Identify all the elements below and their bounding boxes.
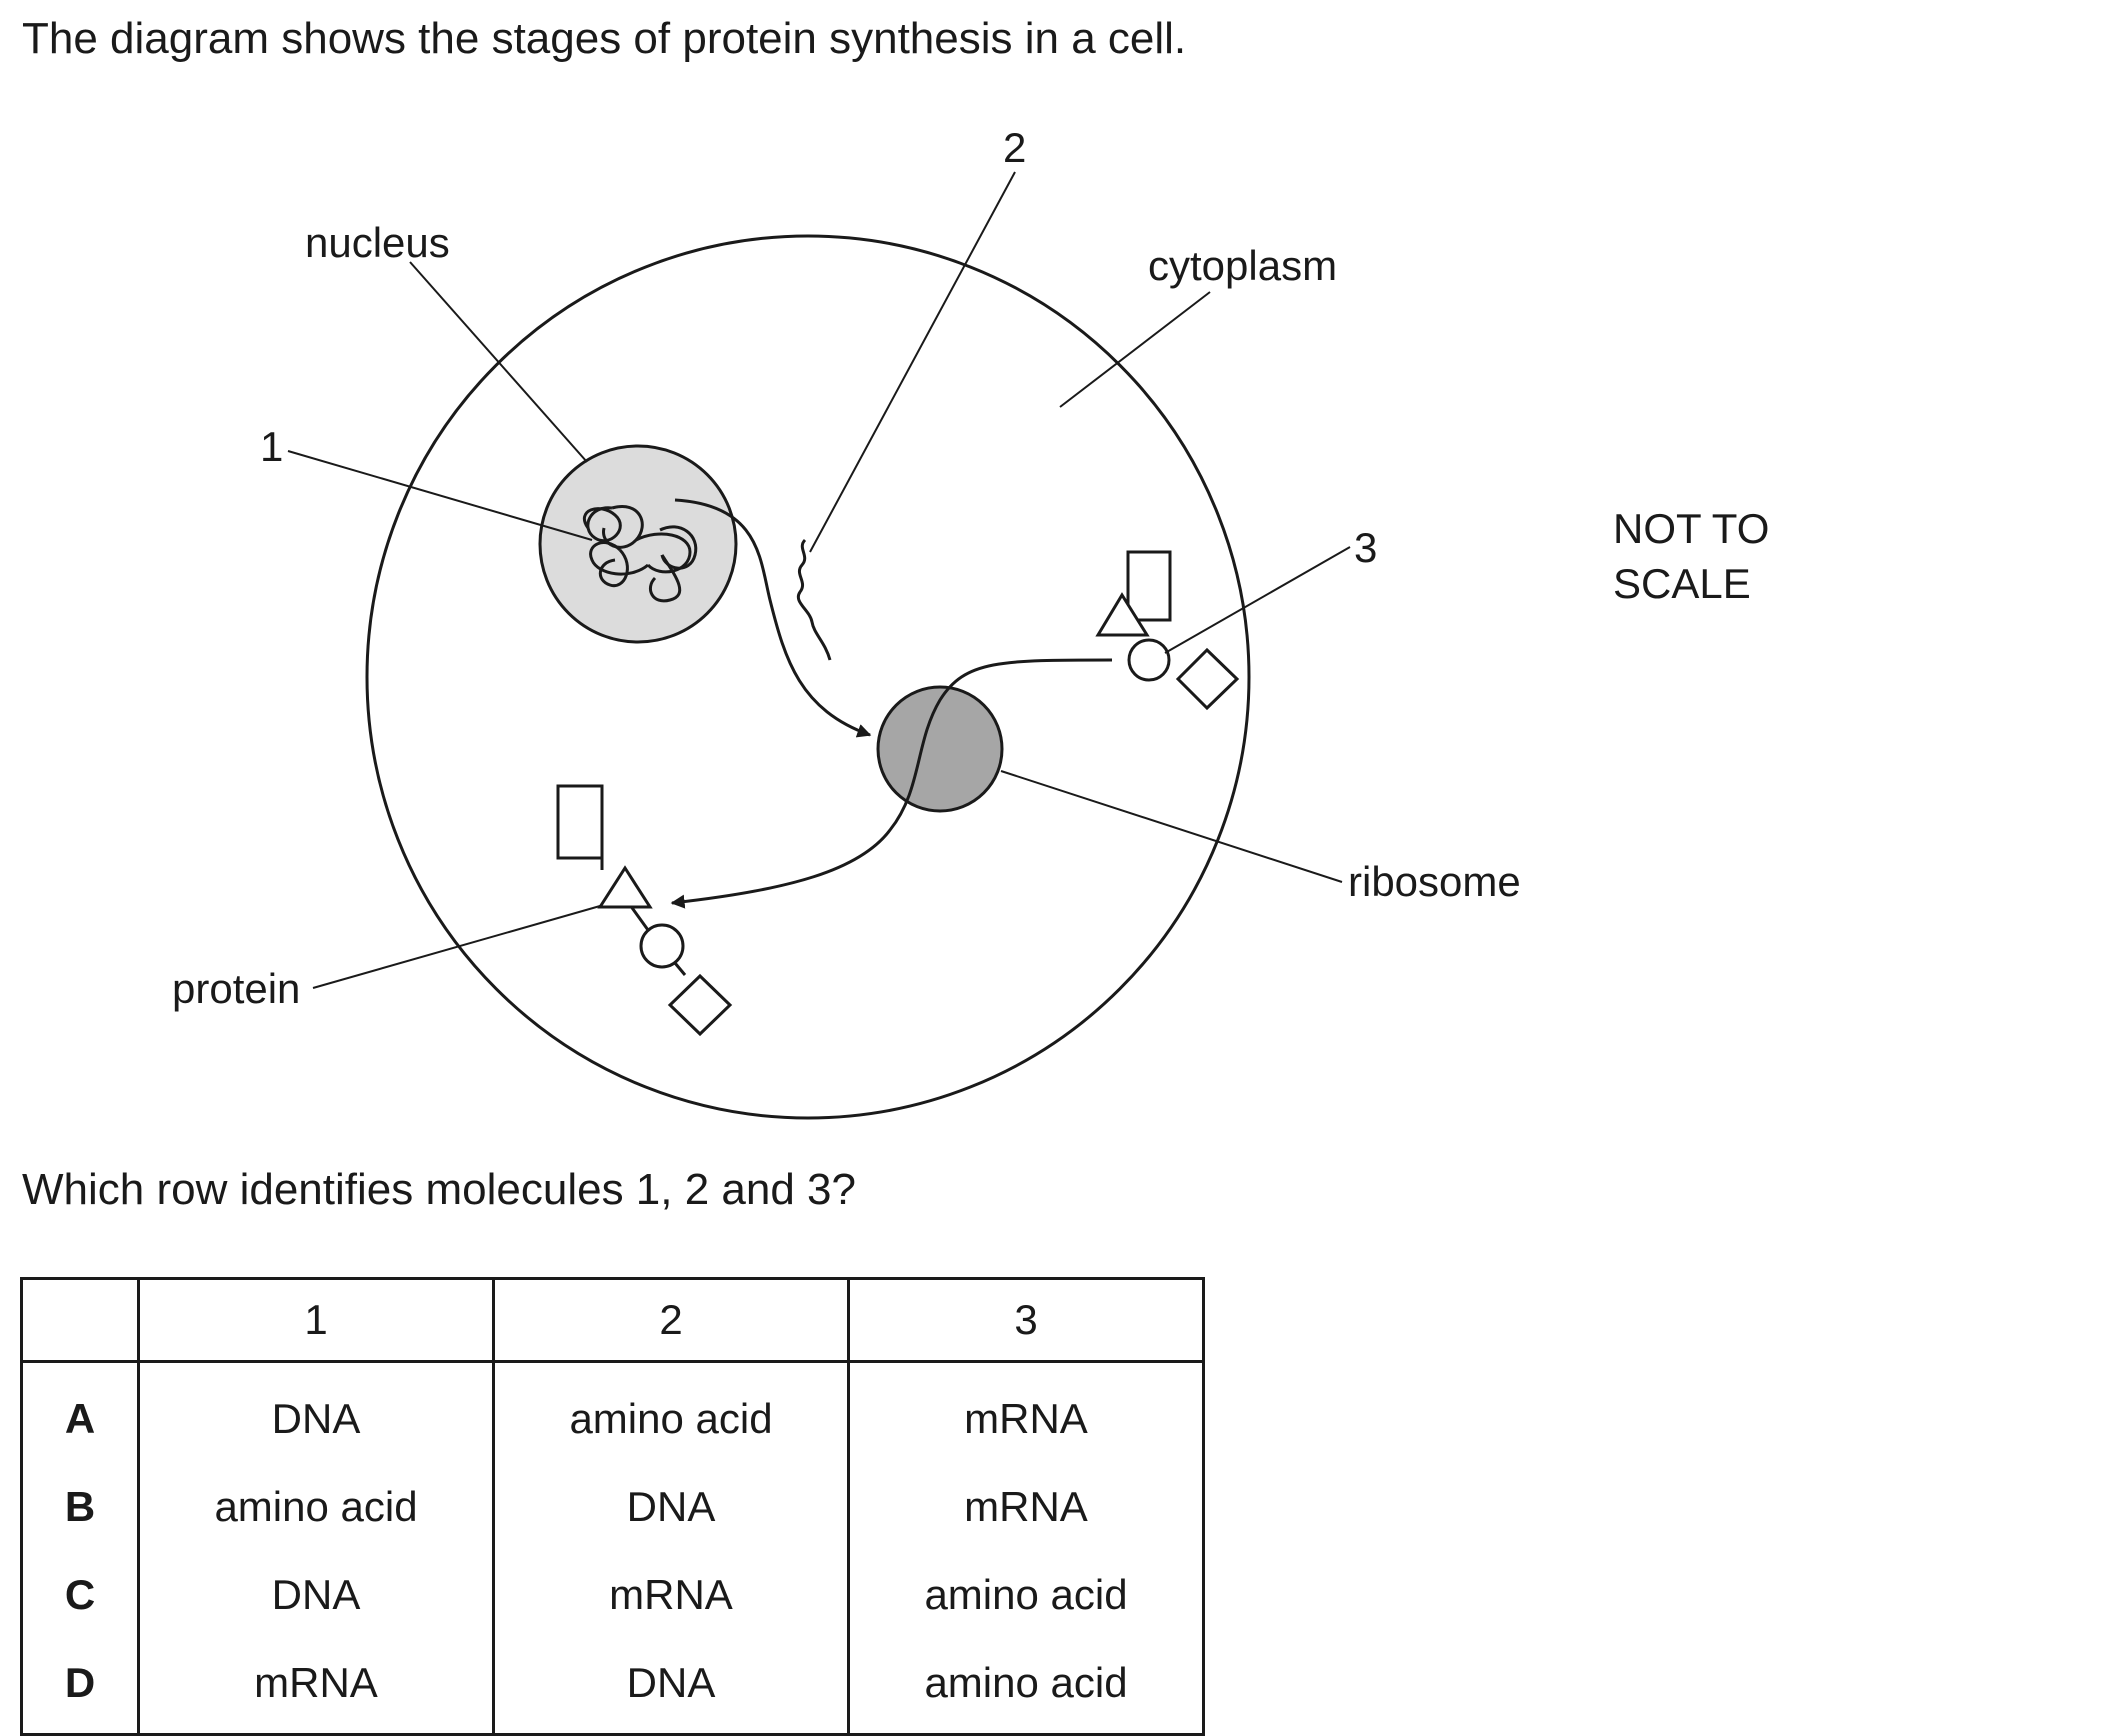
amino-acid-rectangle: [1126, 550, 1172, 622]
table-header-row: 1 2 3: [20, 1278, 1205, 1363]
table-row: D mRNA DNA amino acid: [20, 1639, 1205, 1735]
dna-tangle: [582, 505, 698, 603]
table-cell: mRNA: [847, 1361, 1205, 1463]
protein-chain: [556, 784, 733, 1037]
amino-acid-group-top: [1095, 550, 1240, 711]
ribosome-chain-path: [670, 658, 1113, 909]
label-nucleus: nucleus: [305, 219, 450, 266]
protein-triangle: [597, 865, 653, 909]
cell-membrane: [365, 234, 1251, 1120]
protein-rectangle: [556, 784, 604, 860]
cell-diagram: nucleus 1 2 cytoplasm 3 ribosome protein…: [172, 124, 1769, 1120]
row-key: B: [20, 1463, 140, 1551]
table-cell: DNA: [137, 1551, 495, 1639]
row-key: A: [20, 1361, 140, 1463]
label-3: 3: [1354, 524, 1377, 571]
table-cell: DNA: [492, 1639, 850, 1735]
ribosome: [876, 685, 1004, 813]
mrna-strand: [796, 538, 832, 661]
header-cell-3: 3: [847, 1278, 1205, 1363]
table-cell: amino acid: [137, 1463, 495, 1551]
amino-acid-triangle: [1095, 592, 1150, 637]
table-row: A DNA amino acid mRNA: [20, 1361, 1205, 1463]
label-protein: protein: [172, 965, 300, 1012]
header-cell-2: 2: [492, 1278, 850, 1363]
row-key: D: [20, 1639, 140, 1735]
label-cytoplasm: cytoplasm: [1148, 242, 1337, 289]
amino-acid-circle: [1127, 638, 1171, 682]
label-2: 2: [1003, 124, 1026, 171]
question-intro: The diagram shows the stages of protein …: [22, 14, 1187, 63]
table-row: B amino acid DNA mRNA: [20, 1463, 1205, 1551]
leader-2: [809, 171, 1016, 553]
table-cell: DNA: [492, 1463, 850, 1551]
table-cell: amino acid: [492, 1361, 850, 1463]
protein-circle: [639, 923, 685, 969]
not-to-scale-line1: NOT TO: [1613, 505, 1769, 552]
leader-nucleus: [409, 261, 588, 463]
answer-table: 1 2 3 A DNA amino acid mRNA B amino acid…: [20, 1277, 1205, 1736]
leader-ribosome: [1000, 770, 1343, 883]
table-cell: amino acid: [847, 1551, 1205, 1639]
protein-diamond: [667, 973, 733, 1037]
table-cell: amino acid: [847, 1639, 1205, 1735]
header-cell-1: 1: [137, 1278, 495, 1363]
table-cell: DNA: [137, 1361, 495, 1463]
leader-cytoplasm: [1059, 291, 1211, 408]
label-ribosome: ribosome: [1348, 858, 1521, 905]
label-1: 1: [260, 423, 283, 470]
amino-acid-diamond: [1175, 647, 1240, 711]
leader-3: [1164, 546, 1351, 654]
row-key: C: [20, 1551, 140, 1639]
leader-1: [287, 450, 593, 541]
table-row: C DNA mRNA amino acid: [20, 1551, 1205, 1639]
question-prompt: Which row identifies molecules 1, 2 and …: [22, 1165, 856, 1214]
table-cell: mRNA: [492, 1551, 850, 1639]
table-cell: mRNA: [847, 1463, 1205, 1551]
leader-protein: [312, 905, 601, 989]
leader-lines: [287, 171, 1351, 989]
nucleus: [538, 444, 738, 644]
not-to-scale-line2: SCALE: [1613, 560, 1751, 607]
table-cell: mRNA: [137, 1639, 495, 1735]
arrow-nucleus-to-ribosome: [674, 498, 872, 738]
header-cell-key: [20, 1278, 140, 1363]
